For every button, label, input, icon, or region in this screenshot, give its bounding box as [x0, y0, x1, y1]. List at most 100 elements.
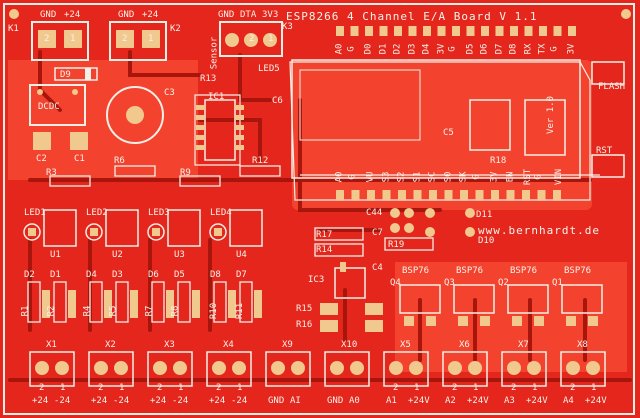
esp-pin-bottom-sk-8: SK [458, 171, 469, 183]
flash-button [591, 61, 625, 85]
esp-pin-bottom-s0-7: S0 [442, 171, 453, 183]
diode-label-d8: D8 [210, 270, 221, 280]
k3-label-1: GND [218, 10, 235, 20]
led-ring-3 [147, 223, 165, 241]
terminal-label-b-x10: A0 [349, 396, 360, 406]
esp-header-bottom-pads [336, 190, 561, 200]
k1-pin-1: 1 [70, 34, 76, 44]
esp-pin-top-g-1: G [346, 46, 357, 52]
esp-pad-bottom-11 [506, 190, 515, 200]
diode-label-d2: D2 [24, 270, 35, 280]
ic1-label: IC1 [208, 92, 225, 102]
terminal-ref-x4: X4 [223, 340, 234, 350]
terminal-screw-b-x4 [232, 361, 246, 375]
terminal-ref-x5: X5 [400, 340, 411, 350]
terminal-screw-a-x1 [35, 361, 49, 375]
diode-body-d7 [239, 281, 253, 323]
terminal-screw-b-x2 [114, 361, 128, 375]
k2-label-2: +24 [142, 10, 159, 20]
esp-pad-top-7 [437, 26, 446, 36]
connector-k1 [31, 21, 89, 61]
resistor-label-r4: R4 [82, 305, 93, 317]
opto-body-3 [167, 209, 201, 247]
k3-label-2: DTA [240, 10, 257, 20]
diode-d9 [54, 67, 98, 81]
esp8266-module [291, 59, 581, 179]
terminal-body-x6 [442, 351, 488, 387]
d11-label: D11 [476, 210, 493, 220]
resistor-label-r8: R8 [170, 305, 181, 317]
esp-pad-top-5 [408, 26, 417, 36]
terminal-label-b-x8: +24V [585, 396, 607, 406]
k3-label-3: 3V3 [262, 10, 279, 20]
terminal-pin-1-x8: 1 [591, 383, 597, 393]
resistor-pad-r1 [42, 290, 50, 318]
k1-label-2: +24 [64, 10, 81, 20]
esp-pin-top-d2-4: D2 [392, 43, 403, 55]
mosfet-body-q3 [453, 284, 495, 314]
resistor-label-r7: R7 [144, 305, 155, 317]
d9-label: D9 [60, 70, 71, 80]
mosfet-ref-q3: Q3 [444, 278, 455, 288]
terminal-body-x2 [88, 351, 134, 387]
terminal-label-b-x2: -24 [113, 396, 130, 406]
terminal-label-a-x4: +24 [209, 396, 226, 406]
opto-body-1 [43, 209, 77, 247]
esp-pad-top-10 [481, 26, 489, 36]
resistor-row [49, 165, 281, 187]
esp-pin-bottom-s1-5: S1 [411, 171, 422, 183]
esp-pin-top-d0-2: D0 [363, 43, 374, 55]
terminal-ref-x7: X7 [518, 340, 529, 350]
esp-pad-top-4 [394, 26, 402, 36]
diode-label-d7: D7 [236, 270, 247, 280]
mosfet-ref-q2: Q2 [498, 278, 509, 288]
k2-pin-1: 1 [148, 34, 154, 44]
esp-pad-bottom-14 [553, 190, 561, 200]
terminal-screw-a-x8 [566, 361, 580, 375]
esp-pin-bottom-en-11: EN [504, 171, 515, 183]
mosfet-body-q2 [507, 284, 549, 314]
reset-button [591, 154, 625, 178]
c44-label: C44 [366, 208, 383, 218]
esp-pin-top-d5-9: D5 [464, 43, 475, 55]
esp-pin-bottom-rst-12: RST [523, 168, 534, 186]
mosfet-pad-a-q4 [404, 316, 414, 326]
r14-label: R14 [316, 245, 333, 255]
r9-label: R9 [180, 168, 191, 178]
terminal-screw-a-x3 [153, 361, 167, 375]
esp-pad-bottom-6 [429, 190, 437, 200]
esp-pin-top-d6-10: D6 [479, 43, 490, 55]
mosfet-part-q4: BSP76 [402, 266, 430, 276]
mosfet-ref-q1: Q1 [552, 278, 563, 288]
esp-pin-top-d1-3: D1 [377, 43, 388, 55]
mosfet-part-q1: BSP76 [564, 266, 592, 276]
led5-label: LED5 [258, 64, 280, 74]
c2-label: C2 [36, 154, 47, 164]
terminal-ref-x2: X2 [105, 340, 116, 350]
esp-pad-top-3 [379, 26, 388, 36]
mosfet-pad-b-q1 [588, 316, 598, 326]
esp-pad-top-0 [336, 26, 344, 36]
terminal-screw-a-x5 [389, 361, 403, 375]
k1-pin-2: 2 [44, 34, 50, 44]
rst-label: RST [596, 146, 613, 156]
r6-label: R6 [114, 156, 125, 166]
mosfet-pad-a-q2 [512, 316, 522, 326]
r18-label: R18 [490, 156, 507, 166]
terminal-pin-1-x3: 1 [178, 383, 184, 393]
r16-label: R16 [296, 320, 313, 330]
dcdc-label: DCDC [38, 102, 60, 112]
terminal-body-x10 [324, 351, 370, 387]
terminal-body-x8 [560, 351, 606, 387]
esp-pad-top-8 [452, 26, 460, 36]
diode-body-d8 [213, 281, 227, 323]
opto-label-3: U3 [174, 250, 185, 260]
esp-pad-top-1 [350, 26, 359, 36]
led-label-2: LED2 [86, 208, 108, 218]
opto-label-2: U2 [112, 250, 123, 260]
terminal-ref-x3: X3 [164, 340, 175, 350]
esp-pin-top-3v-16: 3V [566, 43, 577, 55]
diode-pairs [27, 281, 262, 323]
resistor-pad-r7 [166, 290, 174, 318]
